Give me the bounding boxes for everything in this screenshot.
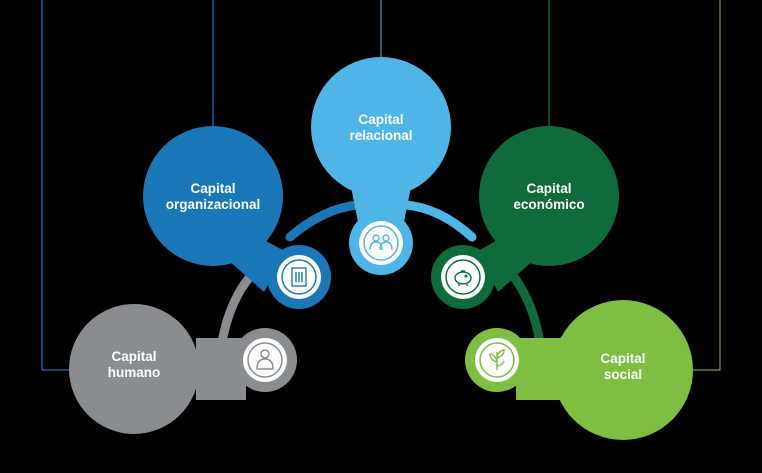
person-icon [256,349,274,370]
humano-circle [69,304,199,434]
organizacional-label-line1: Capital [190,181,236,196]
piggy-bank-icon [454,270,472,286]
humano-badge [233,328,297,392]
relacional-circle [311,57,451,197]
humano-label-line2: humano [107,365,161,380]
organizacional-circle [143,126,283,266]
big-circles [69,57,693,440]
organizacional-label-line2: organizacional [165,197,261,212]
right-frame-line [676,0,721,371]
social-label-line1: Capital [600,351,646,366]
neck-humano [196,338,246,400]
relacional-label-line1: Capital [358,112,404,127]
social-label-line2: social [603,367,643,382]
economico-label: Capital económico [474,181,624,213]
arc-organizacional [285,200,363,242]
icon-badges [233,211,529,392]
economico-badge [431,245,495,309]
relacional-badge [349,211,413,275]
plant-icon [489,349,505,370]
relacional-label-line2: relacional [349,128,413,143]
neck-relacional [350,182,412,222]
relacional-label: Capital relacional [306,112,456,144]
economico-label-line1: Capital [526,181,572,196]
organizacional-label: Capital organizacional [138,181,288,213]
building-icon [291,267,307,287]
social-badge [465,328,529,392]
humano-label-line1: Capital [111,349,157,364]
economico-label-line2: económico [513,197,585,212]
people-icon [369,234,393,251]
neck-social [516,338,566,400]
left-frame-line [41,0,88,371]
arc-economico [505,267,545,347]
organizacional-badge [267,245,331,309]
arc-humano [217,267,259,347]
economico-circle [479,126,619,266]
humano-label: Capital humano [59,349,209,381]
social-label: Capital social [548,351,698,383]
social-circle [553,300,693,440]
arc-relacional [401,200,477,242]
